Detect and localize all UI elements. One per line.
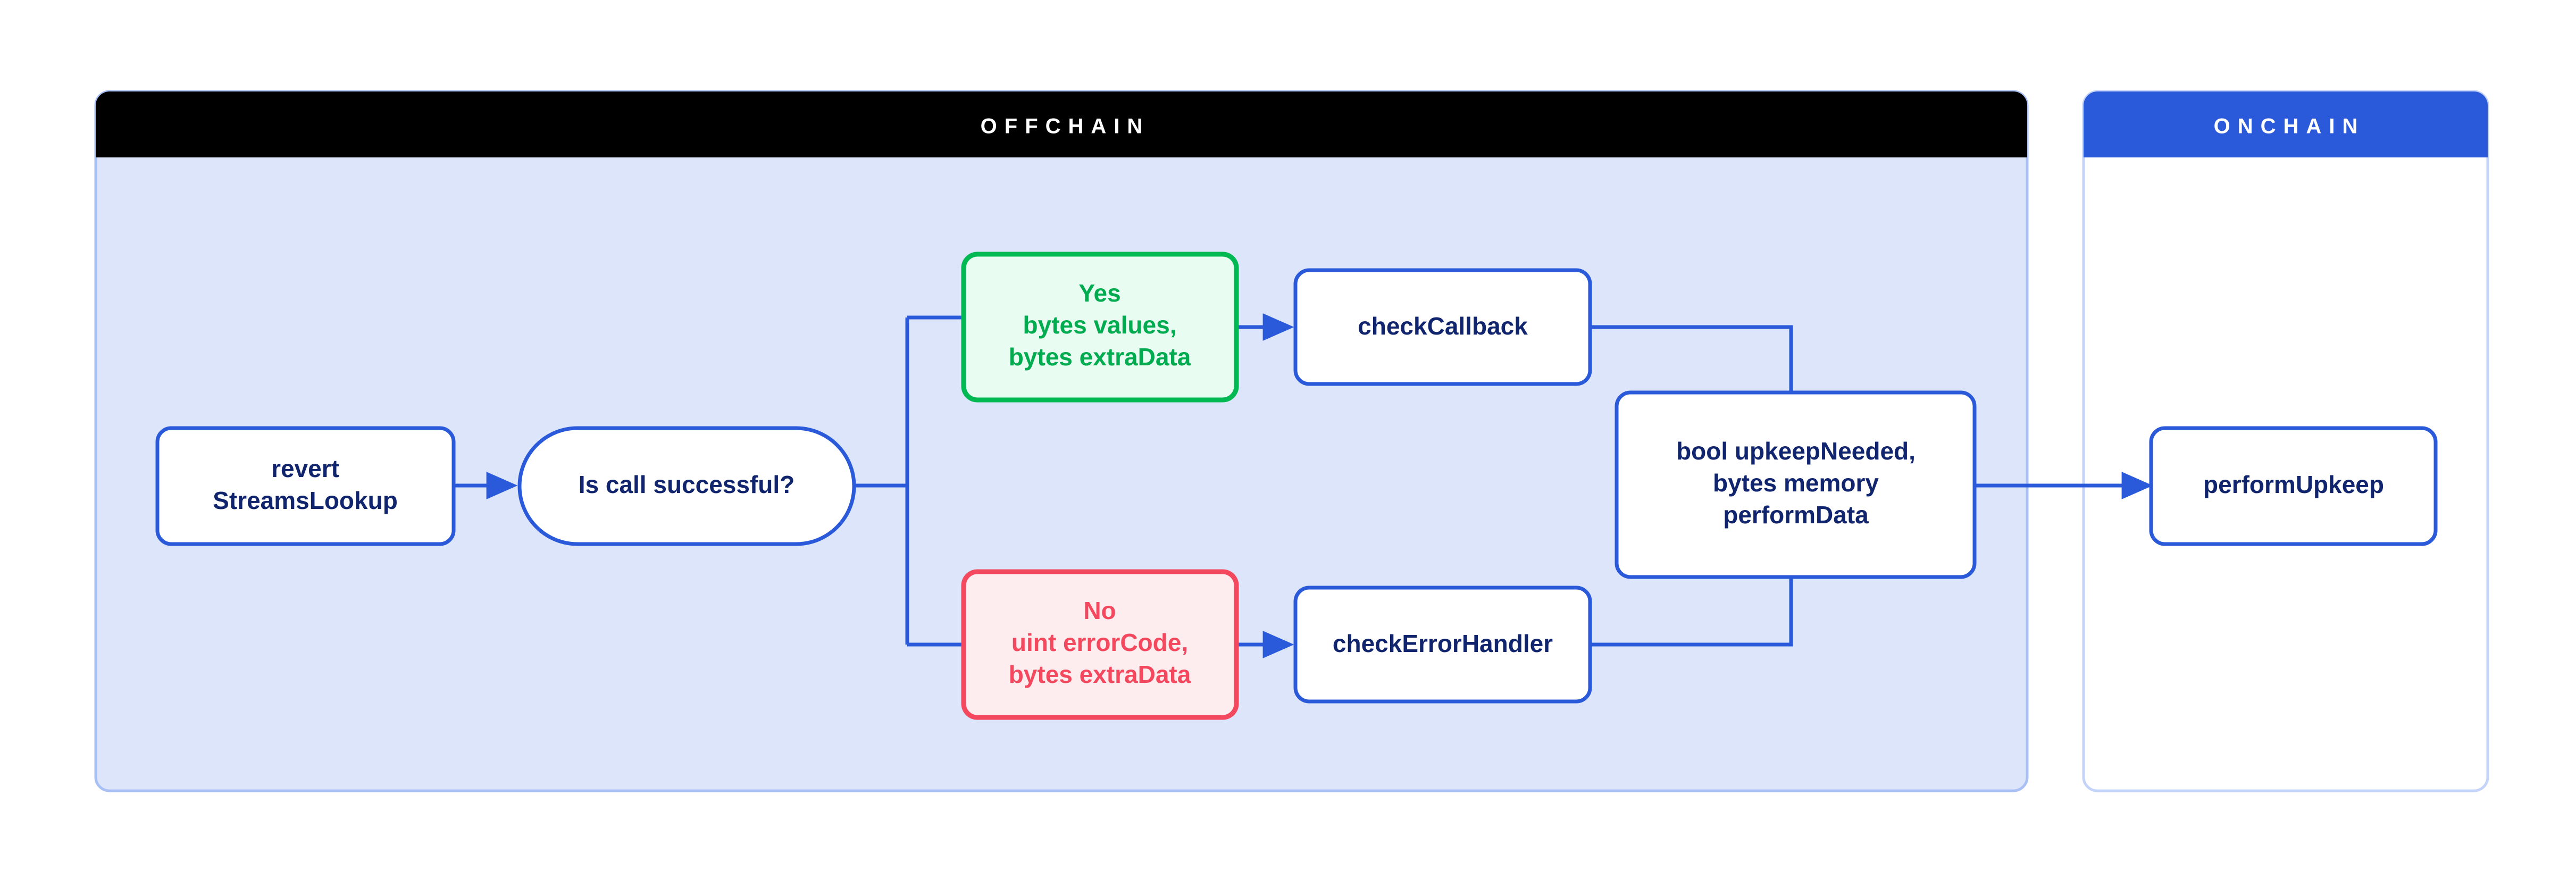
node-upkeep-result-line3: performData — [1723, 501, 1869, 529]
node-check-callback-label: checkCallback — [1358, 312, 1528, 340]
node-yes-branch-line3: bytes extraData — [1009, 343, 1191, 371]
node-no-branch-line3: bytes extraData — [1009, 661, 1191, 688]
node-is-call-successful[interactable]: Is call successful? — [517, 426, 856, 546]
node-upkeep-result-line2: bytes memory — [1713, 469, 1879, 497]
connector-check-error-handler-to-result — [1590, 573, 1793, 647]
connectors — [454, 313, 2153, 658]
node-check-callback-box[interactable] — [1293, 268, 1592, 386]
node-revert-streamslookup-line1: revert — [271, 455, 339, 482]
node-perform-upkeep-label: performUpkeep — [2203, 471, 2384, 498]
node-check-error-handler[interactable]: checkErrorHandler — [1293, 586, 1592, 704]
onchain-panel-title: ONCHAIN — [2214, 115, 2365, 138]
node-perform-upkeep[interactable]: performUpkeep — [2149, 426, 2438, 546]
offchain-panel-header — [96, 91, 2027, 157]
node-check-error-handler-box[interactable] — [1293, 586, 1592, 704]
node-perform-upkeep-box[interactable] — [2149, 426, 2438, 546]
node-yes-branch[interactable]: Yes bytes values, bytes extraData — [961, 252, 1239, 403]
node-revert-streamslookup-box[interactable] — [155, 426, 456, 546]
node-is-call-successful-label: Is call successful? — [579, 471, 795, 498]
node-yes-branch-line1: Yes — [1078, 279, 1120, 307]
node-no-branch-box[interactable] — [961, 569, 1239, 720]
node-no-branch-line2: uint errorCode, — [1011, 629, 1188, 656]
node-yes-branch-box[interactable] — [961, 252, 1239, 403]
connector-check-callback-to-result — [1590, 325, 1793, 396]
onchain-panel-header — [2084, 91, 2488, 157]
node-check-callback[interactable]: checkCallback — [1293, 268, 1592, 386]
node-revert-streamslookup[interactable]: revert StreamsLookup — [155, 426, 456, 546]
offchain-panel-title: OFFCHAIN — [981, 115, 1150, 138]
node-check-error-handler-label: checkErrorHandler — [1333, 630, 1553, 657]
node-upkeep-result-line1: bool upkeepNeeded, — [1676, 437, 1916, 465]
node-revert-streamslookup-line2: StreamsLookup — [213, 487, 398, 514]
node-upkeep-result-box[interactable] — [1615, 390, 1977, 579]
node-upkeep-result[interactable]: bool upkeepNeeded, bytes memory performD… — [1615, 390, 1977, 579]
node-yes-branch-line2: bytes values, — [1023, 311, 1177, 339]
node-no-branch[interactable]: No uint errorCode, bytes extraData — [961, 569, 1239, 720]
node-no-branch-line1: No — [1083, 597, 1116, 624]
node-is-call-successful-box[interactable] — [517, 426, 856, 546]
